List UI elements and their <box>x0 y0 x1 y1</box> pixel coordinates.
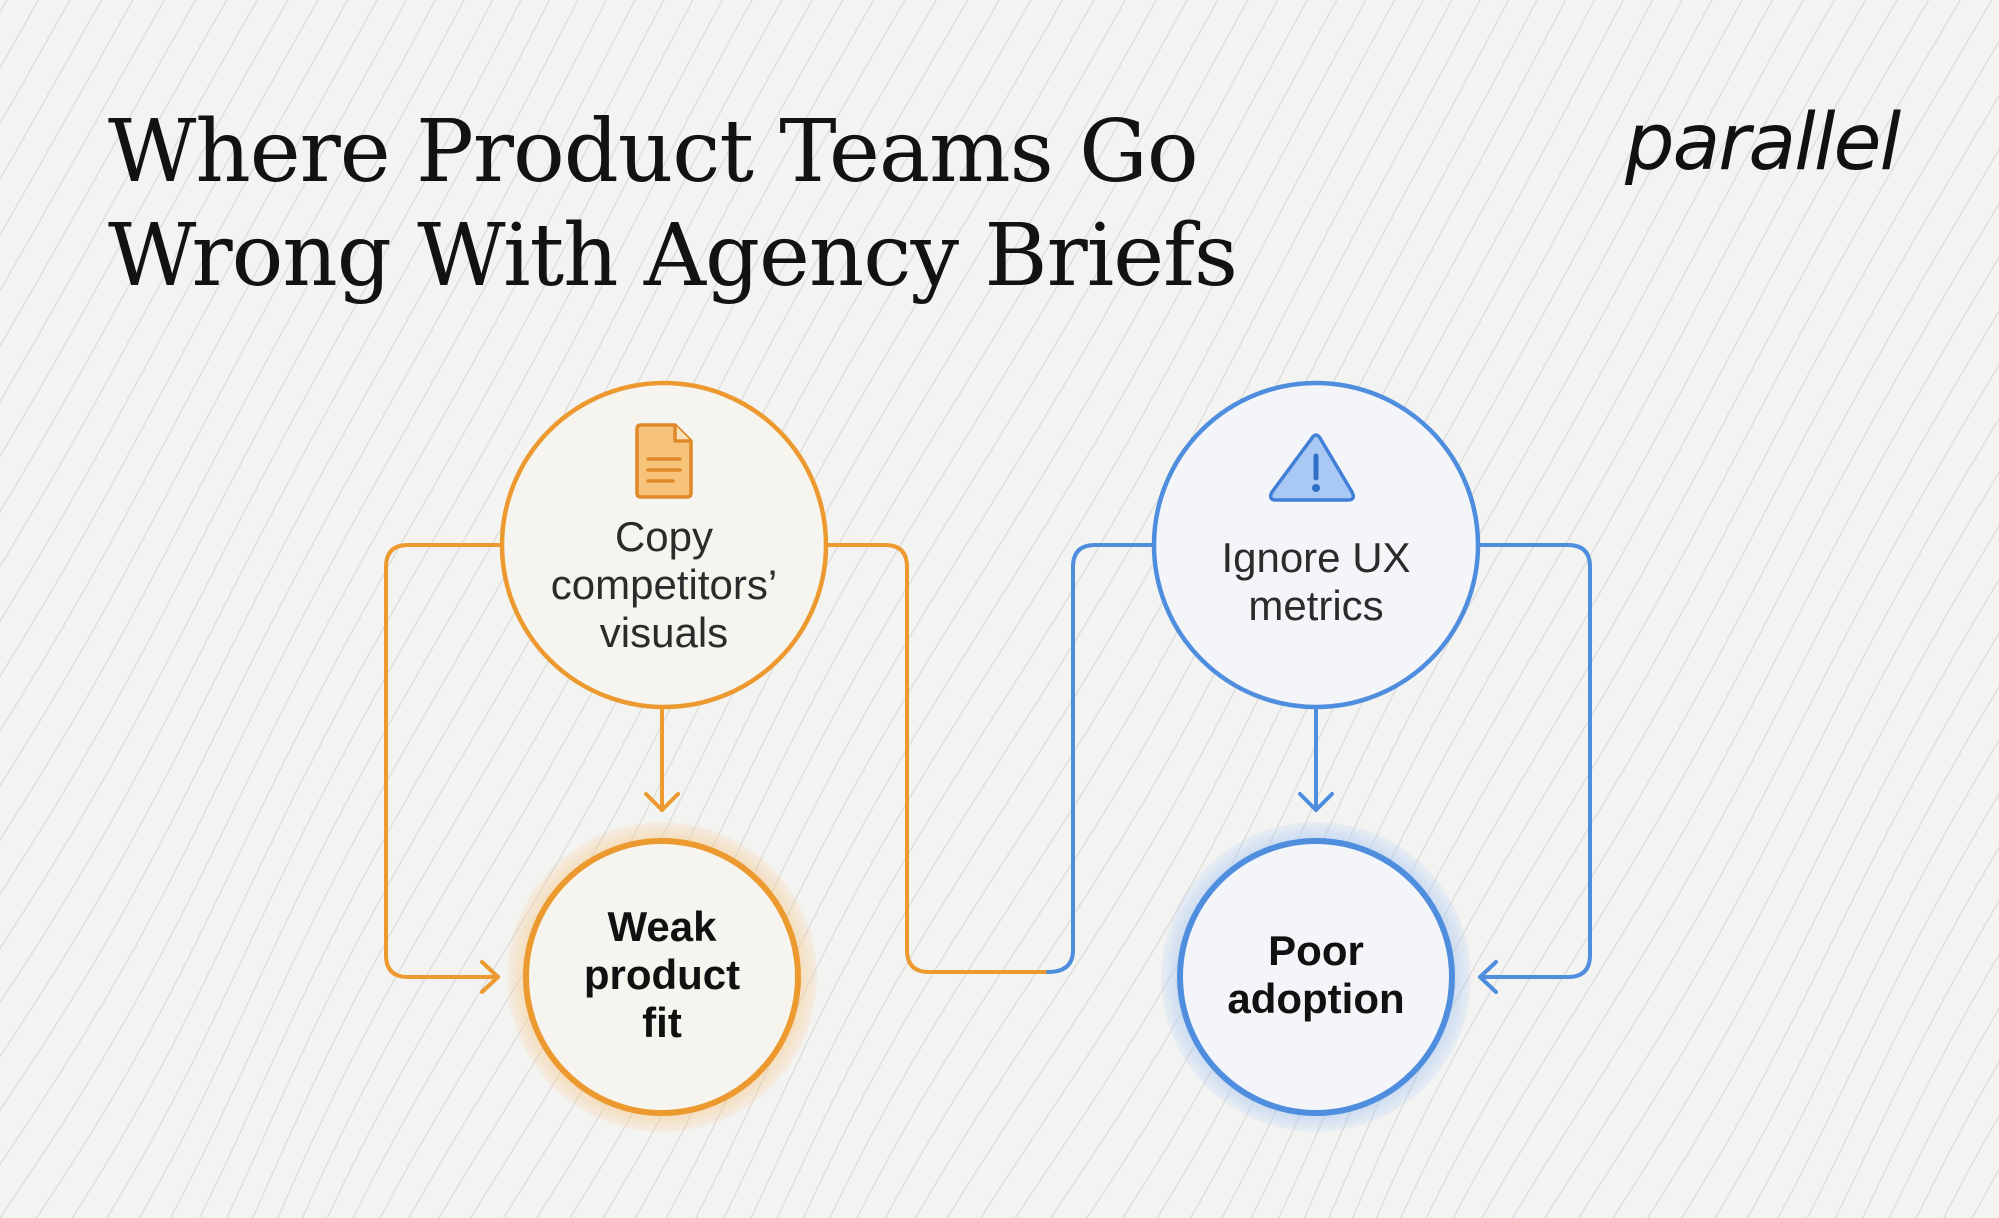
background-line <box>1681 632 1999 1218</box>
background-line <box>1888 1007 1999 1218</box>
right-cross-connector-orange <box>824 543 1050 974</box>
node-poor-adoption-circle <box>1177 838 1455 1116</box>
background-line <box>0 0 289 513</box>
label-line: adoption <box>1227 975 1405 1022</box>
background-line <box>0 0 494 896</box>
background-line <box>0 0 522 950</box>
background-line <box>0 0 407 733</box>
background-line <box>0 0 258 458</box>
background-line <box>0 0 636 1166</box>
label-line: visuals <box>599 609 729 656</box>
title-line-2: Wrong With Agency Briefs <box>108 206 1238 306</box>
label-line: Weak <box>607 903 717 950</box>
arrowhead-center-down-blue <box>1298 792 1334 812</box>
right-cross-connector-blue <box>1046 543 1157 974</box>
label-line: product <box>583 951 741 998</box>
brand-logo: parallel <box>1625 98 1901 188</box>
background-line <box>723 0 1396 1218</box>
background-line <box>0 0 465 841</box>
background-line <box>0 0 378 678</box>
background-line <box>138 0 783 1218</box>
background-line <box>1777 792 1999 1218</box>
background-line <box>0 0 436 787</box>
label-line: competitors’ <box>550 561 778 608</box>
background-line <box>0 0 228 403</box>
background-line <box>0 0 607 1112</box>
background-line <box>0 0 134 237</box>
label-line: fit <box>642 999 682 1046</box>
background-line <box>1577 471 1999 1218</box>
background-line <box>0 0 665 1218</box>
background-line <box>0 0 197 348</box>
background-line <box>1481 310 1999 1218</box>
arrowhead-center-down-orange <box>644 792 680 812</box>
label-line: Copy <box>614 513 714 560</box>
node-weak-fit-circle <box>523 838 801 1116</box>
blue-connectors <box>1046 543 1592 994</box>
node-copy-competitors-label: Copy competitors’ visuals <box>504 505 824 665</box>
background-line <box>1400 148 1999 1218</box>
background-line <box>106 0 753 1218</box>
right-loop-connector <box>1476 543 1592 979</box>
left-loop-connector <box>384 543 504 979</box>
background-line <box>0 0 349 623</box>
document-icon <box>635 423 693 499</box>
background-line <box>71 0 723 1218</box>
node-ignore-ux-label: Ignore UX metrics <box>1156 532 1476 632</box>
background-line <box>776 0 1453 1218</box>
node-poor-adoption-label: Poor adoption <box>1176 925 1456 1025</box>
background-line <box>0 0 550 1004</box>
orange-connectors <box>384 543 1050 994</box>
background-line <box>1646 578 1999 1218</box>
node-copy-competitors-circle <box>499 380 829 710</box>
background-line <box>1612 524 1999 1218</box>
page-title: Where Product Teams Go Wrong With Agency… <box>108 100 1238 308</box>
arrowhead-right-loop <box>1478 960 1498 994</box>
background-line <box>0 0 319 568</box>
background-line <box>1375 94 1999 1218</box>
background-line <box>1862 953 1999 1218</box>
background-line <box>1452 256 1999 1218</box>
background-line <box>1544 417 1999 1218</box>
background-line <box>169 0 813 1218</box>
background-line <box>750 0 1424 1218</box>
background-line <box>1512 363 1999 1218</box>
background-line <box>0 0 165 292</box>
background-line <box>1425 202 1999 1218</box>
label-line: Ignore UX <box>1221 534 1411 581</box>
node-weak-fit-label: Weak product fit <box>520 900 804 1050</box>
warning-icon <box>1268 433 1356 502</box>
arrowhead-left-loop <box>480 960 500 994</box>
background-line <box>35 0 694 1218</box>
label-line: metrics <box>1248 582 1384 629</box>
background-line <box>802 0 1481 1218</box>
background-line <box>1714 685 1999 1218</box>
background-line <box>1746 739 1999 1218</box>
title-line-1: Where Product Teams Go <box>108 102 1199 202</box>
label-line: Poor <box>1268 927 1364 974</box>
background-line <box>1834 899 1999 1218</box>
node-ignore-ux-circle <box>1151 380 1481 710</box>
background-line <box>1806 846 1999 1218</box>
background-line <box>0 0 579 1058</box>
